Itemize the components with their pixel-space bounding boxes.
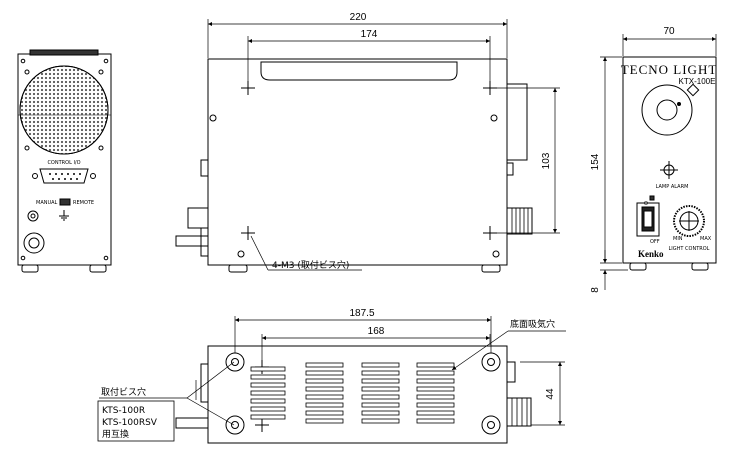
lamp-housing	[506, 83, 528, 161]
front-model: KTX-100E	[679, 77, 716, 86]
dim-bottom-hole-span: 187.5	[349, 308, 374, 319]
lamp-port-outer	[641, 84, 693, 136]
dim-bottom-height: 44	[545, 388, 556, 400]
rear-top-handle	[29, 49, 99, 56]
dsub-connector-icon	[39, 168, 89, 184]
dim-foot: 8	[590, 287, 601, 293]
side-body-outline	[207, 58, 508, 266]
fiber-connector-knob	[506, 207, 533, 235]
manual-label: MANUAL	[36, 200, 58, 206]
max-label: MAX	[700, 236, 712, 242]
screw-icon	[20, 58, 26, 64]
screw-icon	[20, 255, 26, 261]
side-dimension-lines	[207, 19, 560, 271]
intake-vents	[250, 362, 455, 424]
side-view	[175, 58, 533, 273]
rear-switch	[187, 207, 209, 229]
compatibility-box	[97, 400, 175, 442]
maker-logo: Kenko	[638, 249, 664, 259]
intake-label: 底面吸気穴	[510, 318, 555, 330]
front-dimension-lines	[600, 34, 717, 290]
foot	[228, 264, 248, 273]
bottom-view	[175, 345, 532, 444]
carry-handle	[260, 61, 458, 81]
lamp-port-inner	[656, 99, 678, 121]
power-off-label: OFF	[650, 239, 660, 245]
foot	[89, 264, 107, 273]
mount-screw-label: 取付ビス穴	[101, 386, 146, 398]
front-brand-title: TECNO LIGHT	[621, 62, 718, 77]
light-control-dial	[673, 205, 705, 237]
dim-total-length: 220	[350, 12, 367, 23]
foot	[21, 264, 39, 273]
control-io-label: CONTROL I/O	[47, 160, 80, 166]
front-panel-outline	[622, 56, 717, 264]
min-label: MIN	[673, 236, 683, 242]
ground-terminal-icon	[27, 210, 39, 222]
foot-bottom	[481, 352, 501, 372]
rear-view	[17, 49, 112, 273]
foot-bottom	[481, 415, 501, 435]
foot	[691, 262, 709, 271]
front-view	[622, 56, 717, 271]
power-on-label: O	[644, 201, 648, 207]
compat-line-3: 用互換	[102, 428, 129, 440]
manual-remote-switch	[59, 198, 71, 206]
dim-height: 154	[590, 153, 601, 170]
earth-ground-icon	[59, 210, 69, 221]
lamp-alarm-label: LAMP ALARM	[656, 184, 689, 190]
light-control-label: LIGHT CONTROL	[669, 246, 710, 252]
screw-icon	[103, 255, 109, 261]
mount-hole-crosshair	[241, 81, 497, 240]
foot-bottom	[225, 415, 245, 435]
foot	[481, 264, 501, 273]
foot-bottom	[225, 352, 245, 372]
foot	[629, 262, 647, 271]
dim-handle-length: 174	[361, 29, 378, 40]
mount-holes-label: 4-M3 (取付ビス穴)	[272, 259, 349, 271]
dim-front-width: 70	[663, 26, 675, 37]
dim-bottom-inner-span: 168	[368, 326, 385, 337]
power-cord	[175, 235, 209, 247]
power-inlet-icon	[23, 232, 45, 254]
compat-line-1: KTS-100R	[102, 406, 145, 416]
remote-label: REMOTE	[73, 200, 94, 206]
screw-icon	[103, 58, 109, 64]
bottom-dimension-lines	[99, 316, 566, 426]
dim-side-height: 103	[541, 152, 552, 169]
compat-line-2: KTS-100RSV	[102, 418, 158, 428]
